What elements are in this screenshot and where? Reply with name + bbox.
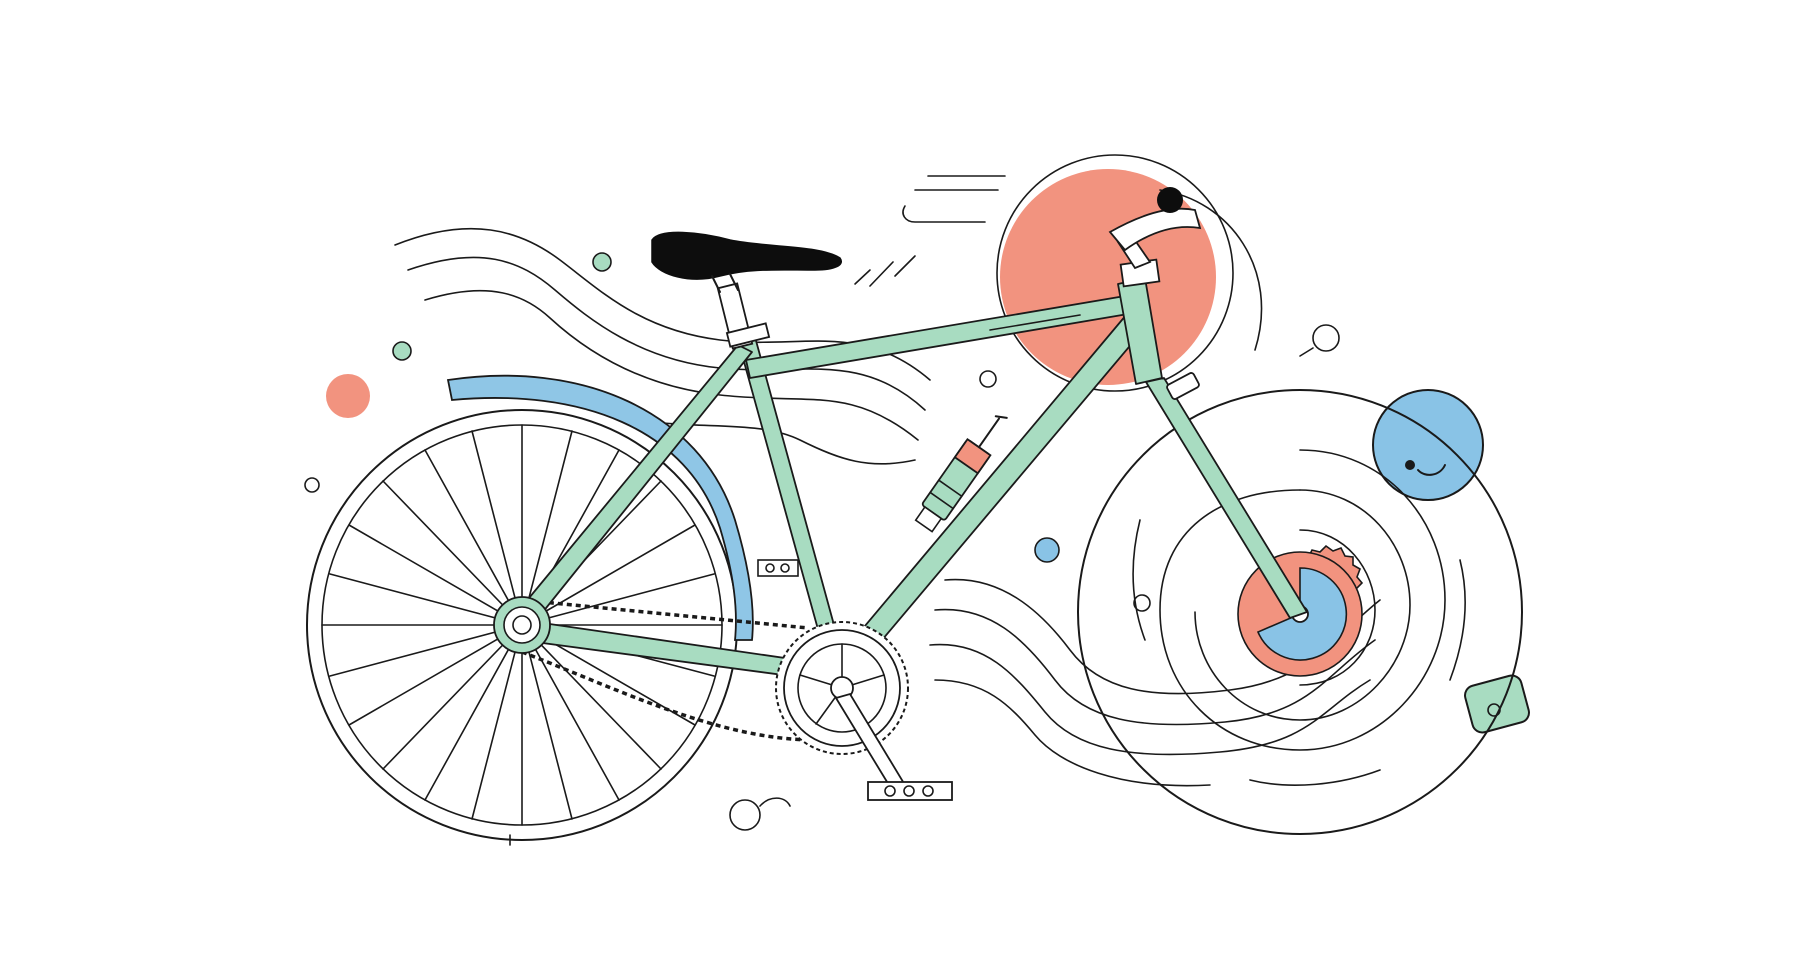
saddle: [651, 231, 842, 280]
seat-post: [716, 282, 771, 350]
rear-cog: [493, 596, 551, 654]
pedal: [834, 692, 953, 801]
chainring: [775, 621, 909, 755]
wavy-lines-left: [394, 227, 931, 465]
front-wheel: [1077, 389, 1523, 835]
handlebar: [1108, 187, 1202, 400]
speed-lines: [854, 175, 1006, 287]
green-square: [1464, 674, 1530, 734]
bottle-item: [914, 415, 1008, 533]
decorative-dots: [304, 252, 1340, 831]
blue-smile-circle: [1372, 389, 1484, 501]
frame: [514, 277, 1308, 683]
frame-bracket: [757, 559, 799, 577]
fender: [446, 374, 754, 641]
chain: [521, 598, 816, 742]
rear-wheel: [306, 409, 738, 846]
